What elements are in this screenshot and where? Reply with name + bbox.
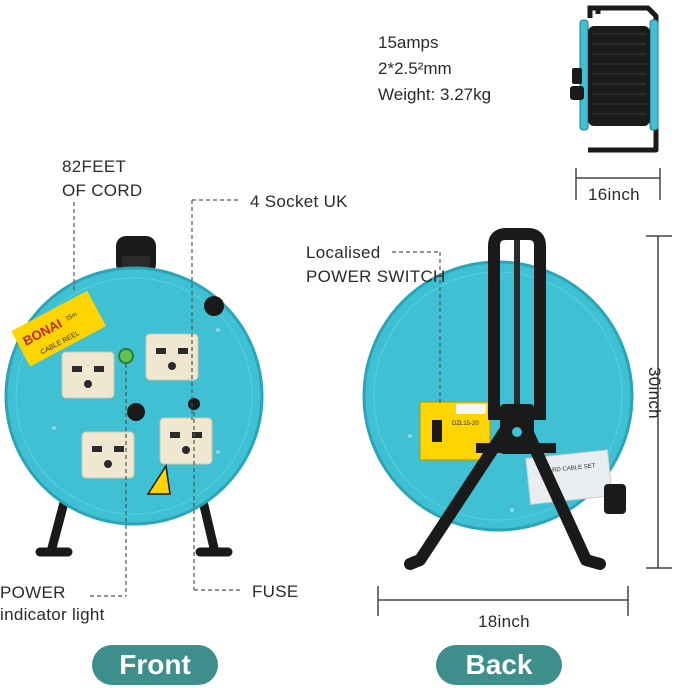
spec-cable: 2*2.5²mm [378,59,452,78]
switch-callout-line [392,251,441,406]
socket-bottom-left [81,431,135,479]
cord-callout-line1: 82FEET [62,157,127,176]
back-plate-text: GUARD CABLE SET [539,463,596,475]
power-callout-line2: indicator light [0,605,105,624]
spec-current: 15amps [378,33,439,52]
depth-dimension-line [575,168,661,200]
spec-list: 15amps 2*2.5²mm Weight: 3.27kg [378,30,491,108]
front-callout-lines [73,199,240,597]
fuse-callout: FUSE [252,582,299,601]
sockets-callout: 4 Socket UK [250,192,348,211]
front-view-reel [4,236,264,557]
height-dimension-label: 30inch [644,367,664,419]
depth-dimension-label: 16inch [588,185,640,204]
height-dimension-line [646,235,672,569]
switch-callout-line2: POWER SWITCH [306,267,446,286]
spec-weight: Weight: 3.27kg [378,85,492,104]
back-label: Back [436,645,562,685]
width-dimension-label: 18inch [478,612,530,631]
length-tag-text: 25m [65,312,78,323]
side-view-reel [570,5,659,153]
power-callout-line1: POWER [0,583,66,602]
switch-model-text: DZL15-20 [452,421,479,427]
cord-callout-line2: OF CORD [62,181,143,200]
back-view-reel: DZL15-20 GUARD CABLE SET [362,228,634,570]
socket-top-right [145,333,199,381]
socket-bottom-right [159,417,213,465]
switch-callout-line1: Localised [306,243,381,262]
width-dimension-line [377,586,629,616]
socket-top-left [61,351,115,399]
front-label: Front [92,645,218,685]
